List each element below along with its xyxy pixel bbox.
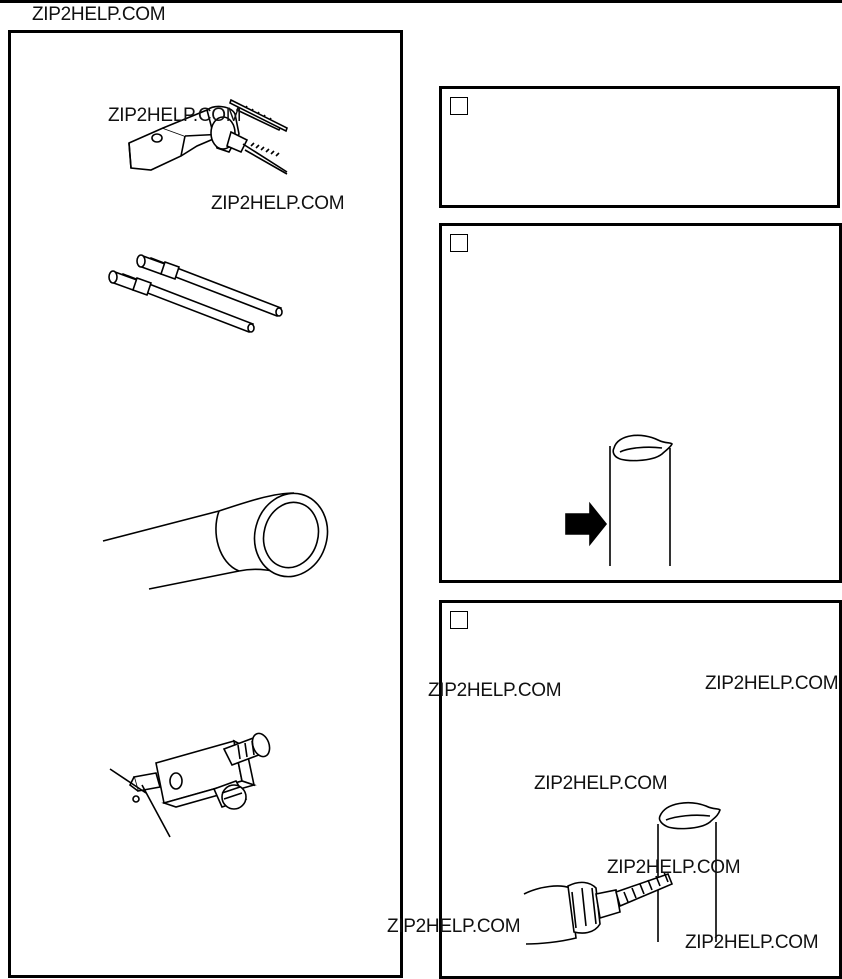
watermark-text: ZIP2HELP.COM xyxy=(607,857,741,878)
step-panel-2 xyxy=(439,223,842,583)
tools-panel: ZIP2HELP.COM ZIP2HELP.COM xyxy=(8,30,403,978)
watermark-text: ZIP2HELP.COM xyxy=(108,105,242,126)
watermark-text: ZIP2HELP.COM xyxy=(211,193,345,214)
watermark-text: ZIP2HELP.COM xyxy=(685,932,819,953)
pipe-arrow-icon xyxy=(565,434,673,566)
watermark-text: ZIP2HELP.COM xyxy=(428,680,562,701)
top-rule xyxy=(0,0,842,3)
step-checkbox[interactable] xyxy=(450,234,468,252)
step-checkbox[interactable] xyxy=(450,611,468,629)
step-panel-1 xyxy=(439,86,840,208)
watermark-text: ZIP2HELP.COM xyxy=(705,673,839,694)
step-panel-3 xyxy=(439,600,842,979)
pipe-end-icon xyxy=(102,492,329,590)
tee-valve-icon xyxy=(109,732,271,838)
watermark-text: ZIP2HELP.COM xyxy=(32,4,166,25)
pipe-extension-rods-icon xyxy=(108,254,283,334)
watermark-text: ZIP2HELP.COM xyxy=(534,773,668,794)
drill-into-pipe-icon xyxy=(523,802,721,945)
angle-drill-icon xyxy=(128,98,288,175)
watermark-text: ZIP2HELP.COM xyxy=(387,916,521,937)
step-checkbox[interactable] xyxy=(450,97,468,115)
